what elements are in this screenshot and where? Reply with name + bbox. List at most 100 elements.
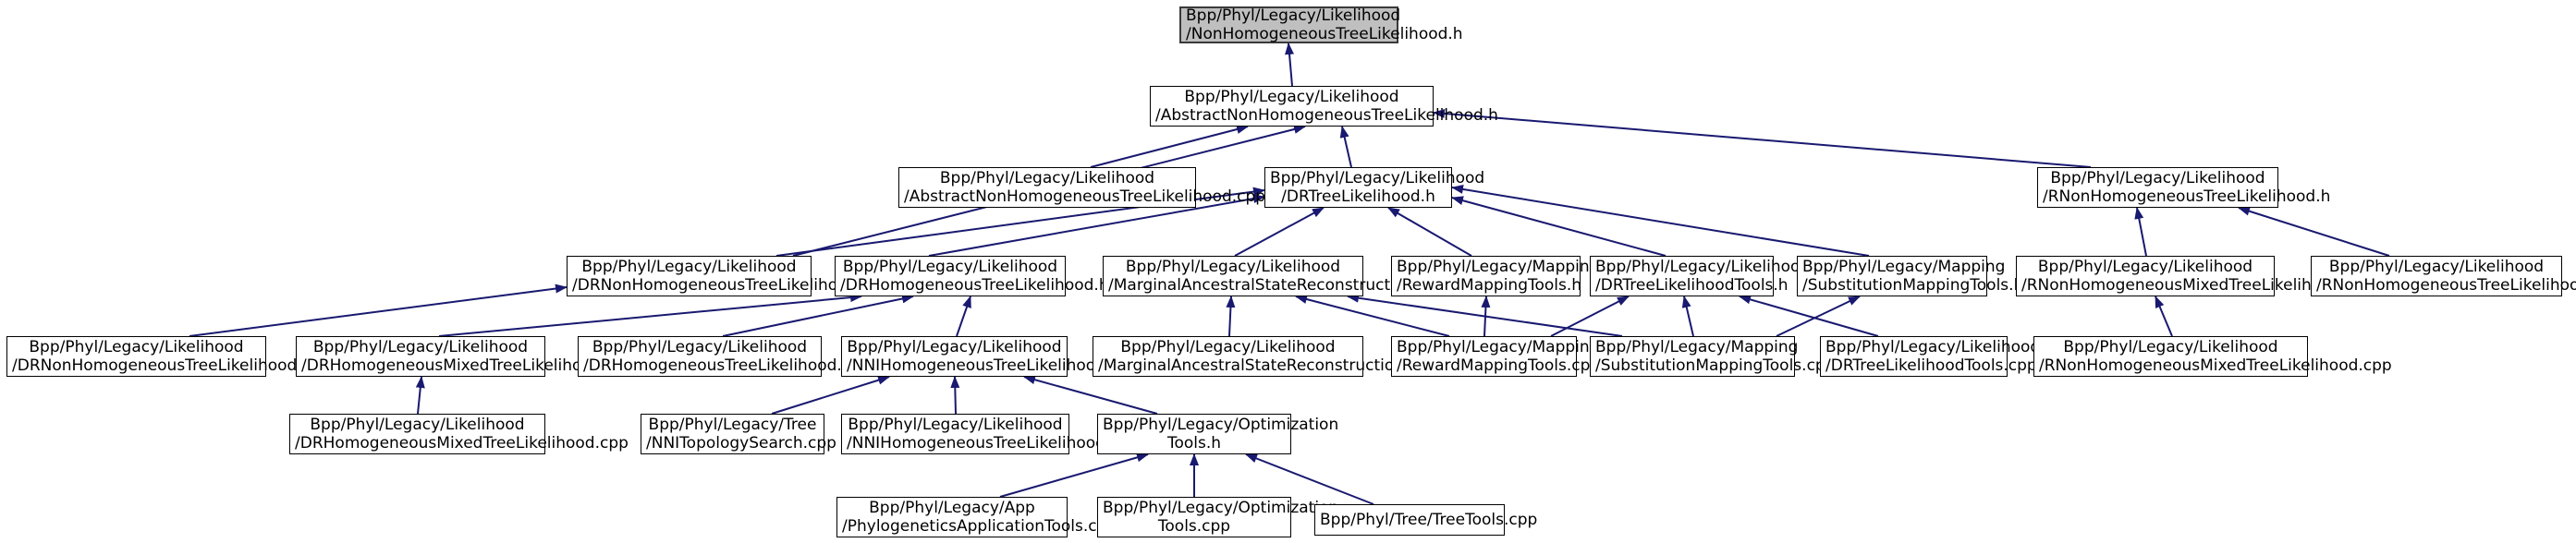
node-reward_cpp[interactable]: Bpp/Phyl/Legacy/Mapping/RewardMappingToo…	[1391, 336, 1600, 377]
include-edge-nnihomo_cpp-to-nnihomo_h	[950, 376, 960, 415]
include-edge-marginal_h-to-drtree_h	[1234, 207, 1325, 257]
node-label-line2: /SubstitutionMappingTools.h	[1802, 276, 2024, 295]
include-edge-subst_h-to-drtree_h	[1451, 185, 1870, 257]
node-label-line2: /DRHomogeneousTreeLikelihood.cpp	[583, 356, 871, 375]
node-label-line1: Bpp/Phyl/Legacy/Mapping	[1397, 338, 1600, 356]
include-edge-phylapp_cpp-to-opttools_h	[999, 452, 1149, 498]
include-edge-abstract_h-to-nonhomo_h	[1285, 42, 1295, 87]
include-edge-reward_cpp-to-reward_h	[1481, 296, 1491, 337]
node-label-line1: Bpp/Phyl/Legacy/Likelihood	[2063, 338, 2278, 356]
include-edge-rnonhomo_cpp-to-rnonhomo_h	[2238, 206, 2390, 257]
node-label-line2: /DRHomogeneousMixedTreeLikelihood.cpp	[295, 434, 629, 452]
include-edge-reward_cpp-to-drtreetools_h	[1550, 296, 1630, 337]
node-reward_h[interactable]: Bpp/Phyl/Legacy/Mapping/RewardMappingToo…	[1391, 256, 1599, 296]
node-label-line2: /AbstractNonHomogeneousTreeLikelihood.cp…	[904, 187, 1266, 206]
node-drhomomixed_h[interactable]: Bpp/Phyl/Legacy/Likelihood/DRHomogeneous…	[296, 336, 617, 377]
node-nonhomo_h[interactable]: Bpp/Phyl/Legacy/Likelihood/NonHomogeneou…	[1179, 6, 1463, 43]
node-label-line2: /DRTreeLikelihood.h	[1281, 187, 1435, 206]
include-edge-drhomomixed_h-to-drhomo_h	[438, 293, 862, 337]
node-label-line2: /NNIHomogeneousTreeLikelihood.h	[847, 356, 1121, 375]
node-treetools_cpp[interactable]: Bpp/Phyl/Tree/TreeTools.cpp	[1314, 504, 1538, 536]
include-edge-drhomo_cpp-to-drhomo_h	[722, 294, 914, 337]
node-label-line1: Bpp/Phyl/Legacy/Likelihood	[2037, 258, 2253, 276]
node-drtreetools_h[interactable]: Bpp/Phyl/Legacy/Likelihood/DRTreeLikelih…	[1590, 256, 1811, 296]
node-label-line2: /NNIHomogeneousTreeLikelihood.cpp	[847, 434, 1140, 452]
include-edge-drhomo_h-to-drtree_h	[928, 194, 1265, 257]
include-edge-rnonhomo_h-to-abstract_h	[1433, 109, 2092, 168]
node-label-line2: /RNonHomogeneousMixedTreeLikelihood.h	[2021, 276, 2356, 295]
node-marginal_h[interactable]: Bpp/Phyl/Legacy/Likelihood/MarginalAnces…	[1103, 256, 1430, 296]
node-drtreetools_cpp[interactable]: Bpp/Phyl/Legacy/Likelihood/DRTreeLikelih…	[1820, 336, 2041, 377]
include-edge-drtree_h-to-abstract_h	[1339, 126, 1352, 168]
node-abstract_h[interactable]: Bpp/Phyl/Legacy/Likelihood/AbstractNonHo…	[1150, 86, 1498, 127]
node-drhomomixed_cpp[interactable]: Bpp/Phyl/Legacy/Likelihood/DRHomogeneous…	[289, 414, 629, 454]
include-edge-reward_cpp-to-marginal_h	[1295, 295, 1450, 337]
include-edge-treetools_cpp-to-opttools_h	[1245, 453, 1374, 505]
node-rnonhomomixed_cpp[interactable]: Bpp/Phyl/Legacy/Likelihood/RNonHomogeneo…	[2033, 336, 2392, 377]
node-label-line2: /MarginalAncestralStateReconstruction.h	[1108, 276, 1430, 295]
node-label-line1: Bpp/Phyl/Legacy/Likelihood	[581, 258, 797, 276]
include-edge-reward_h-to-drtree_h	[1387, 207, 1472, 257]
node-label-line1: Bpp/Phyl/Legacy/Likelihood	[1270, 169, 1485, 187]
node-label-line2: /RewardMappingTools.h	[1397, 276, 1582, 295]
node-rnonhomo_h[interactable]: Bpp/Phyl/Legacy/Likelihood/RNonHomogeneo…	[2037, 167, 2330, 208]
node-label-line1: Bpp/Phyl/Legacy/Likelihood	[312, 338, 529, 356]
node-label-line1: Bpp/Phyl/Legacy/Likelihood	[842, 258, 1058, 276]
node-label-line2: /PhylogeneticsApplicationTools.cpp	[842, 517, 1117, 536]
node-subst_h[interactable]: Bpp/Phyl/Legacy/Mapping/SubstitutionMapp…	[1797, 256, 2024, 296]
node-drtree_h[interactable]: Bpp/Phyl/Legacy/Likelihood/DRTreeLikelih…	[1264, 167, 1485, 208]
node-drhomo_cpp[interactable]: Bpp/Phyl/Legacy/Likelihood/DRHomogeneous…	[578, 336, 871, 377]
node-drnonhomo_cpp[interactable]: Bpp/Phyl/Legacy/Likelihood/DRNonHomogene…	[6, 336, 331, 377]
node-label-line1: Bpp/Phyl/Legacy/Likelihood	[1825, 338, 2041, 356]
node-label-line2: /DRNonHomogeneousTreeLikelihood.h	[572, 276, 873, 295]
node-label-line2: /SubstitutionMappingTools.cpp	[1595, 356, 1836, 375]
node-label-line2: Tools.cpp	[1157, 517, 1231, 536]
node-label-line2: /MarginalAncestralStateReconstruction.cp…	[1098, 356, 1438, 375]
node-label-line1: Bpp/Phyl/Legacy/App	[869, 499, 1035, 517]
include-edge-opttools_h-to-nnihomo_h	[1023, 375, 1158, 415]
node-label-line1: Bpp/Phyl/Legacy/Mapping	[1802, 258, 2006, 276]
node-abstract_cpp[interactable]: Bpp/Phyl/Legacy/Likelihood/AbstractNonHo…	[898, 167, 1266, 208]
node-phylapp_cpp[interactable]: Bpp/Phyl/Legacy/App/PhylogeneticsApplica…	[836, 497, 1117, 537]
node-label-line2: /AbstractNonHomogeneousTreeLikelihood.h	[1155, 106, 1498, 125]
include-edge-rnonhomomixed_cpp-to-rnonhomomixed_h	[2155, 296, 2173, 337]
node-label-line1: Bpp/Phyl/Legacy/Likelihood	[848, 416, 1063, 434]
include-edge-subst_cpp-to-subst_h	[1776, 296, 1861, 337]
include-edge-drtreetools_cpp-to-drtreetools_h	[1739, 295, 1879, 337]
node-nnitopo_cpp[interactable]: Bpp/Phyl/Legacy/Tree/NNITopologySearch.c…	[641, 414, 836, 454]
node-label-line2: Tools.h	[1166, 434, 1222, 452]
node-label-line1: Bpp/Phyl/Tree/TreeTools.cpp	[1320, 511, 1538, 529]
node-label-line1: Bpp/Phyl/Legacy/Tree	[648, 416, 817, 434]
node-label-line1: Bpp/Phyl/Legacy/Likelihood	[847, 338, 1062, 356]
include-edge-nnitopo_cpp-to-nnihomo_h	[771, 375, 890, 415]
node-label-line1: Bpp/Phyl/Legacy/Likelihood	[29, 338, 244, 356]
node-rnonhomo_cpp[interactable]: Bpp/Phyl/Legacy/Likelihood/RNonHomogeneo…	[2311, 256, 2576, 296]
node-label-line1: Bpp/Phyl/Legacy/Likelihood	[2328, 258, 2545, 276]
node-label-line1: Bpp/Phyl/Legacy/Mapping	[1595, 338, 1799, 356]
node-label-line1: Bpp/Phyl/Legacy/Likelihood	[1595, 258, 1811, 276]
include-edge-drtreetools_h-to-drtree_h	[1451, 196, 1666, 257]
node-label-line1: Bpp/Phyl/Legacy/Likelihood	[1186, 6, 1401, 25]
node-label-line1: Bpp/Phyl/Legacy/Likelihood	[1125, 258, 1341, 276]
node-marginal_cpp[interactable]: Bpp/Phyl/Legacy/Likelihood/MarginalAnces…	[1093, 336, 1438, 377]
node-label-line1: Bpp/Phyl/Legacy/Likelihood	[939, 169, 1155, 187]
node-label-line1: Bpp/Phyl/Legacy/Likelihood	[1184, 88, 1399, 106]
include-edge-abstract_cpp-to-abstract_h	[1090, 125, 1249, 168]
include-edge-marginal_cpp-to-marginal_h	[1226, 296, 1236, 337]
include-edge-rnonhomomixed_h-to-rnonhomo_h	[2134, 207, 2147, 257]
node-drnonhomo_h[interactable]: Bpp/Phyl/Legacy/Likelihood/DRNonHomogene…	[567, 256, 873, 296]
node-label-line1: Bpp/Phyl/Legacy/Likelihood	[592, 338, 808, 356]
node-rnonhomomixed_h[interactable]: Bpp/Phyl/Legacy/Likelihood/RNonHomogeneo…	[2016, 256, 2356, 296]
node-label-line2: /DRTreeLikelihoodTools.h	[1595, 276, 1789, 295]
include-edge-subst_cpp-to-drtreetools_h	[1681, 296, 1694, 337]
node-label-line2: /DRNonHomogeneousTreeLikelihood.cpp	[12, 356, 331, 375]
node-nnihomo_cpp[interactable]: Bpp/Phyl/Legacy/Likelihood/NNIHomogeneou…	[841, 414, 1140, 454]
include-edge-nnihomo_h-to-drhomo_h	[956, 296, 971, 337]
node-subst_cpp[interactable]: Bpp/Phyl/Legacy/Mapping/SubstitutionMapp…	[1590, 336, 1836, 377]
node-drhomo_h[interactable]: Bpp/Phyl/Legacy/Likelihood/DRHomogeneous…	[835, 256, 1109, 296]
node-nnihomo_h[interactable]: Bpp/Phyl/Legacy/Likelihood/NNIHomogeneou…	[841, 336, 1121, 377]
